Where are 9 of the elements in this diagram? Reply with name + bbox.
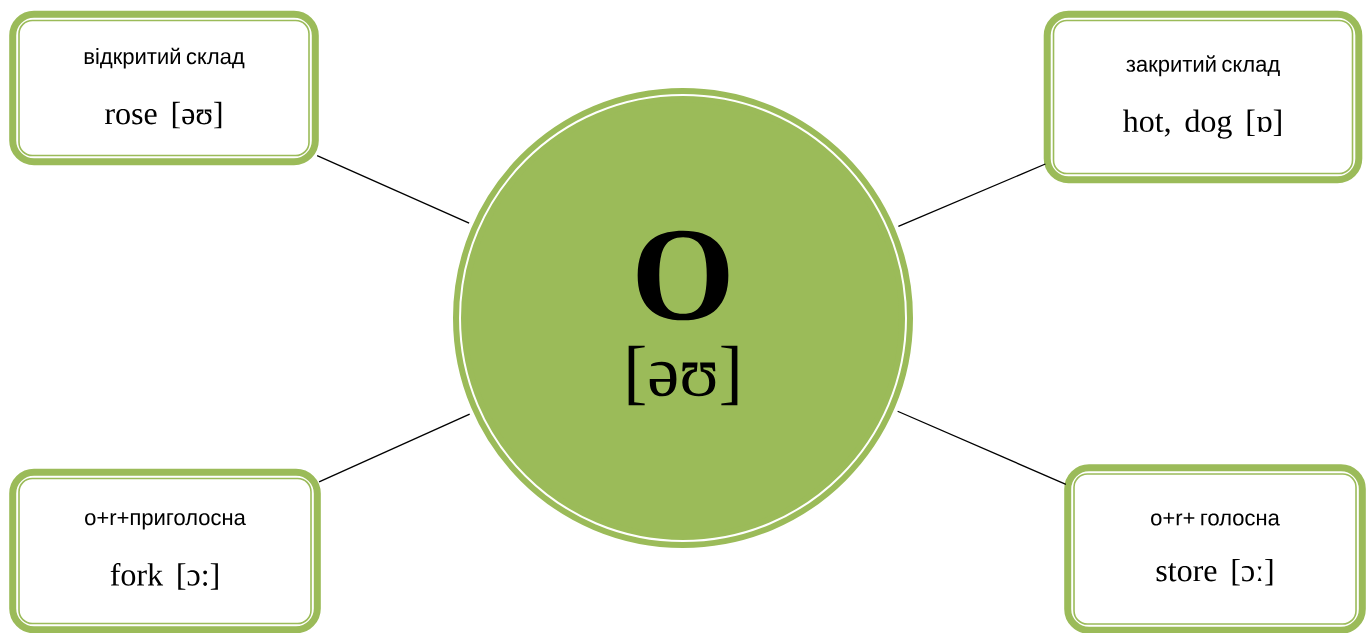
rounded-box: o+r+ голосна store [ɔː]	[1064, 464, 1366, 633]
connector-line	[896, 410, 1067, 485]
rounded-box: відкритий склад rose [əʊ]	[9, 10, 319, 166]
connector-line	[318, 413, 471, 483]
connector-line	[897, 163, 1046, 228]
rounded-box: закритий склад hot, dog [ɒ]	[1043, 10, 1363, 184]
circle-node: O [əʊ]	[453, 88, 913, 548]
rounded-box: o+r+приголосна fork [ɔ:]	[9, 468, 321, 633]
connector-line	[316, 155, 470, 224]
